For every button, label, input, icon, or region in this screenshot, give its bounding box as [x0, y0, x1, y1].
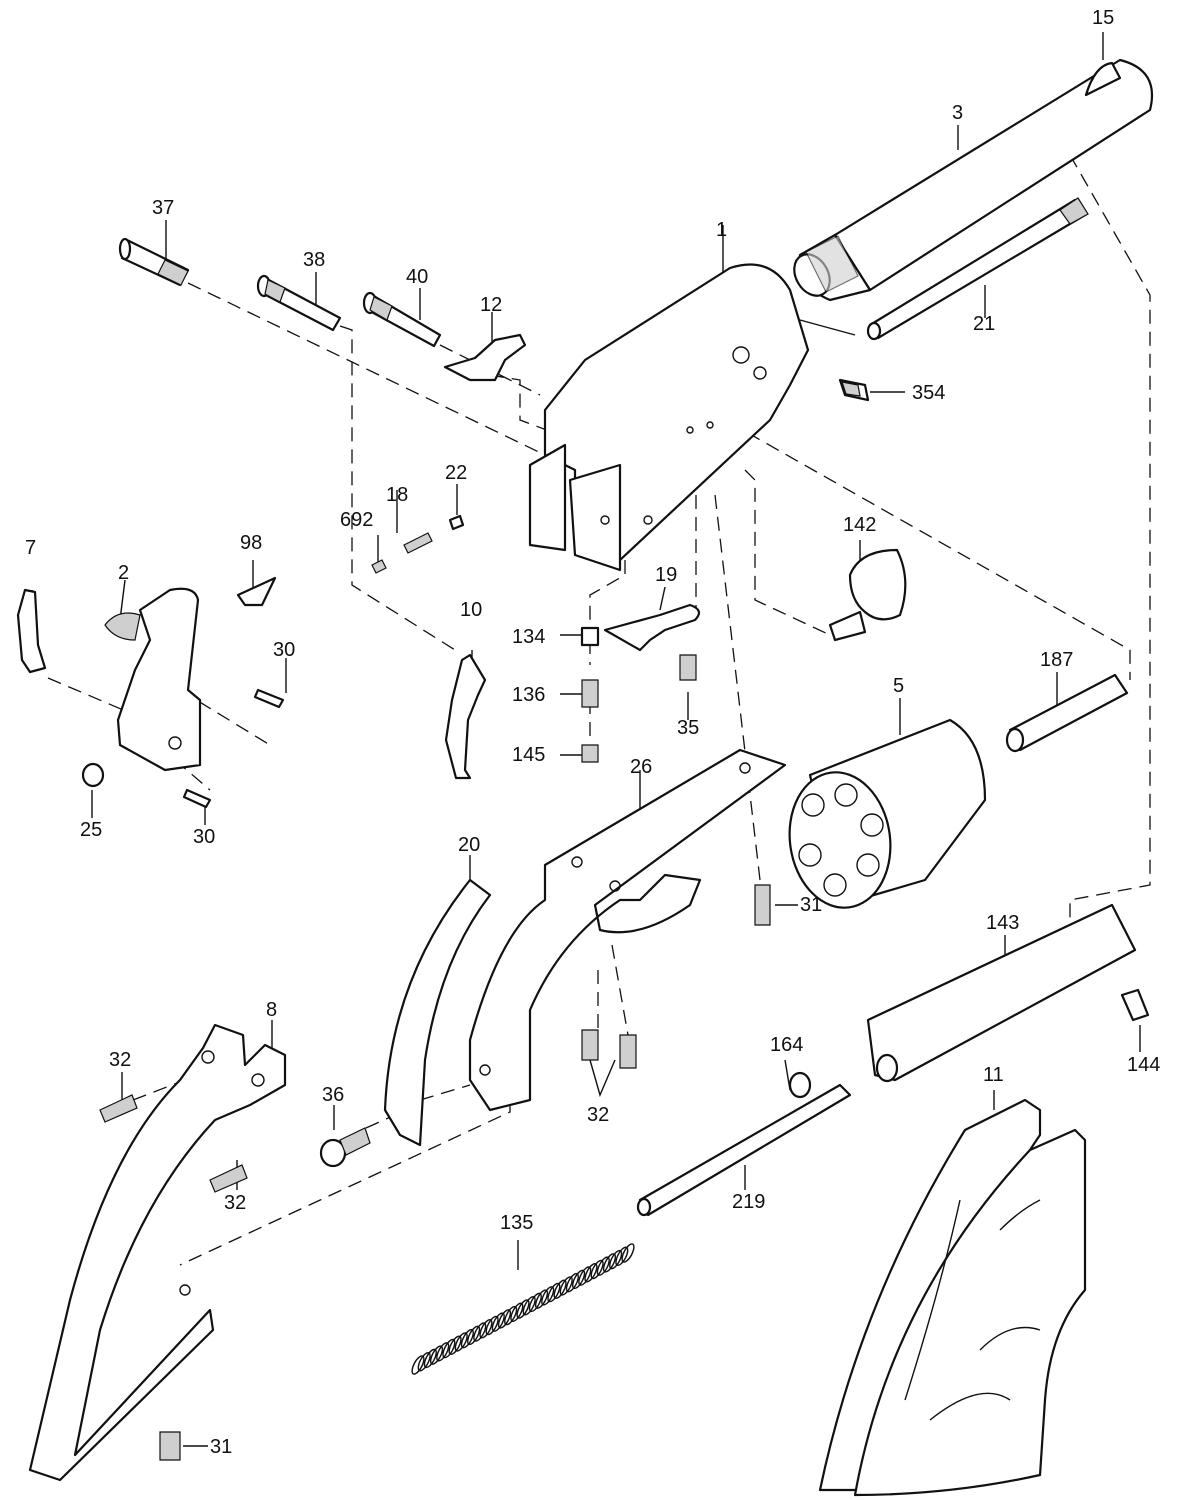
part-label-31-a: 31 [800, 894, 823, 916]
loading-gate [828, 548, 907, 642]
pin-30-bottom [182, 788, 212, 809]
part-label-10: 10 [460, 599, 483, 621]
part-label-40: 40 [406, 266, 429, 288]
screw-31-b [159, 1431, 181, 1461]
screw-38 [256, 274, 342, 332]
screw-35 [679, 654, 697, 681]
screw-32-b [209, 1164, 248, 1193]
ejector-housing [866, 903, 1137, 1083]
part-label-219: 219 [732, 1191, 766, 1213]
part-label-19: 19 [655, 564, 678, 586]
part-label-32-b: 32 [587, 1104, 610, 1126]
bushing [1005, 673, 1129, 753]
part-label-15: 15 [1092, 7, 1115, 29]
part-label-187: 187 [1040, 649, 1074, 671]
part-label-38: 38 [303, 249, 326, 271]
part-label-144: 144 [1127, 1054, 1161, 1076]
cylinder [788, 718, 987, 909]
part-label-30-bottom: 30 [193, 826, 216, 848]
part-label-35: 35 [677, 717, 700, 739]
plunger-134 [580, 626, 600, 647]
part-label-164: 164 [770, 1034, 804, 1056]
grip-panel [818, 1098, 1087, 1497]
part-label-8: 8 [266, 999, 278, 1021]
assembly-lines [47, 154, 1151, 1266]
hand [16, 588, 47, 674]
part-label-142: 142 [843, 514, 877, 536]
spring-136 [581, 679, 599, 708]
screw-32-a [99, 1094, 138, 1123]
part-label-134: 134 [512, 626, 546, 648]
backstrap [28, 1023, 287, 1482]
part-label-12: 12 [480, 294, 503, 316]
part-label-31-b: 31 [210, 1436, 233, 1458]
screw-31-a [754, 884, 771, 926]
part-label-18: 18 [386, 484, 409, 506]
part-label-26: 26 [630, 756, 653, 778]
screw-144 [1120, 988, 1150, 1022]
leader-lines [31, 32, 1141, 1447]
trigger [444, 653, 487, 780]
roller [81, 762, 105, 788]
part-label-692: 692 [340, 509, 374, 531]
part-label-11: 11 [983, 1064, 1004, 1086]
mainspring [383, 878, 492, 1147]
part-label-37: 37 [152, 197, 175, 219]
pin-30-top [253, 688, 285, 709]
firing-pin [236, 576, 277, 607]
barrel [793, 58, 1154, 302]
spring-coil [621, 1243, 635, 1263]
part-label-32-a: 32 [109, 1049, 132, 1071]
screw-36 [319, 1127, 371, 1168]
part-label-32-c: 32 [224, 1192, 247, 1214]
part-label-145: 145 [512, 744, 546, 766]
hammer [104, 587, 202, 772]
part-label-98: 98 [240, 532, 263, 554]
front-sight [1084, 61, 1122, 97]
part-label-22: 22 [445, 462, 468, 484]
set-screw-145 [581, 744, 599, 763]
screw-32-d [619, 1034, 637, 1069]
ejector-rod [636, 1071, 852, 1217]
part-label-5: 5 [893, 675, 905, 697]
part-label-30-top: 30 [273, 639, 296, 661]
part-label-36: 36 [322, 1084, 345, 1106]
set-screw-692 [371, 559, 387, 574]
screw-354 [838, 378, 870, 402]
trigger-guard [468, 748, 787, 1112]
screw-40 [362, 291, 442, 348]
plunger-22 [448, 514, 465, 531]
frame [528, 263, 810, 572]
part-label-1: 1 [716, 219, 728, 241]
screw-32-c [581, 1029, 599, 1061]
part-label-20: 20 [458, 834, 481, 856]
part-label-135: 135 [500, 1212, 534, 1234]
part-label-7: 7 [25, 537, 37, 559]
part-label-136: 136 [512, 684, 546, 706]
bolt [443, 333, 527, 382]
part-label-21: 21 [973, 313, 996, 335]
base-pin [866, 197, 1089, 341]
part-label-3: 3 [952, 102, 964, 124]
part-label-2: 2 [118, 562, 130, 584]
ejector-spring [411, 1243, 635, 1375]
part-label-354: 354 [912, 382, 946, 404]
part-label-143: 143 [986, 912, 1020, 934]
spring-19 [603, 603, 701, 652]
part-label-25: 25 [80, 819, 103, 841]
screw-37 [118, 237, 190, 287]
spring-18 [403, 532, 433, 554]
